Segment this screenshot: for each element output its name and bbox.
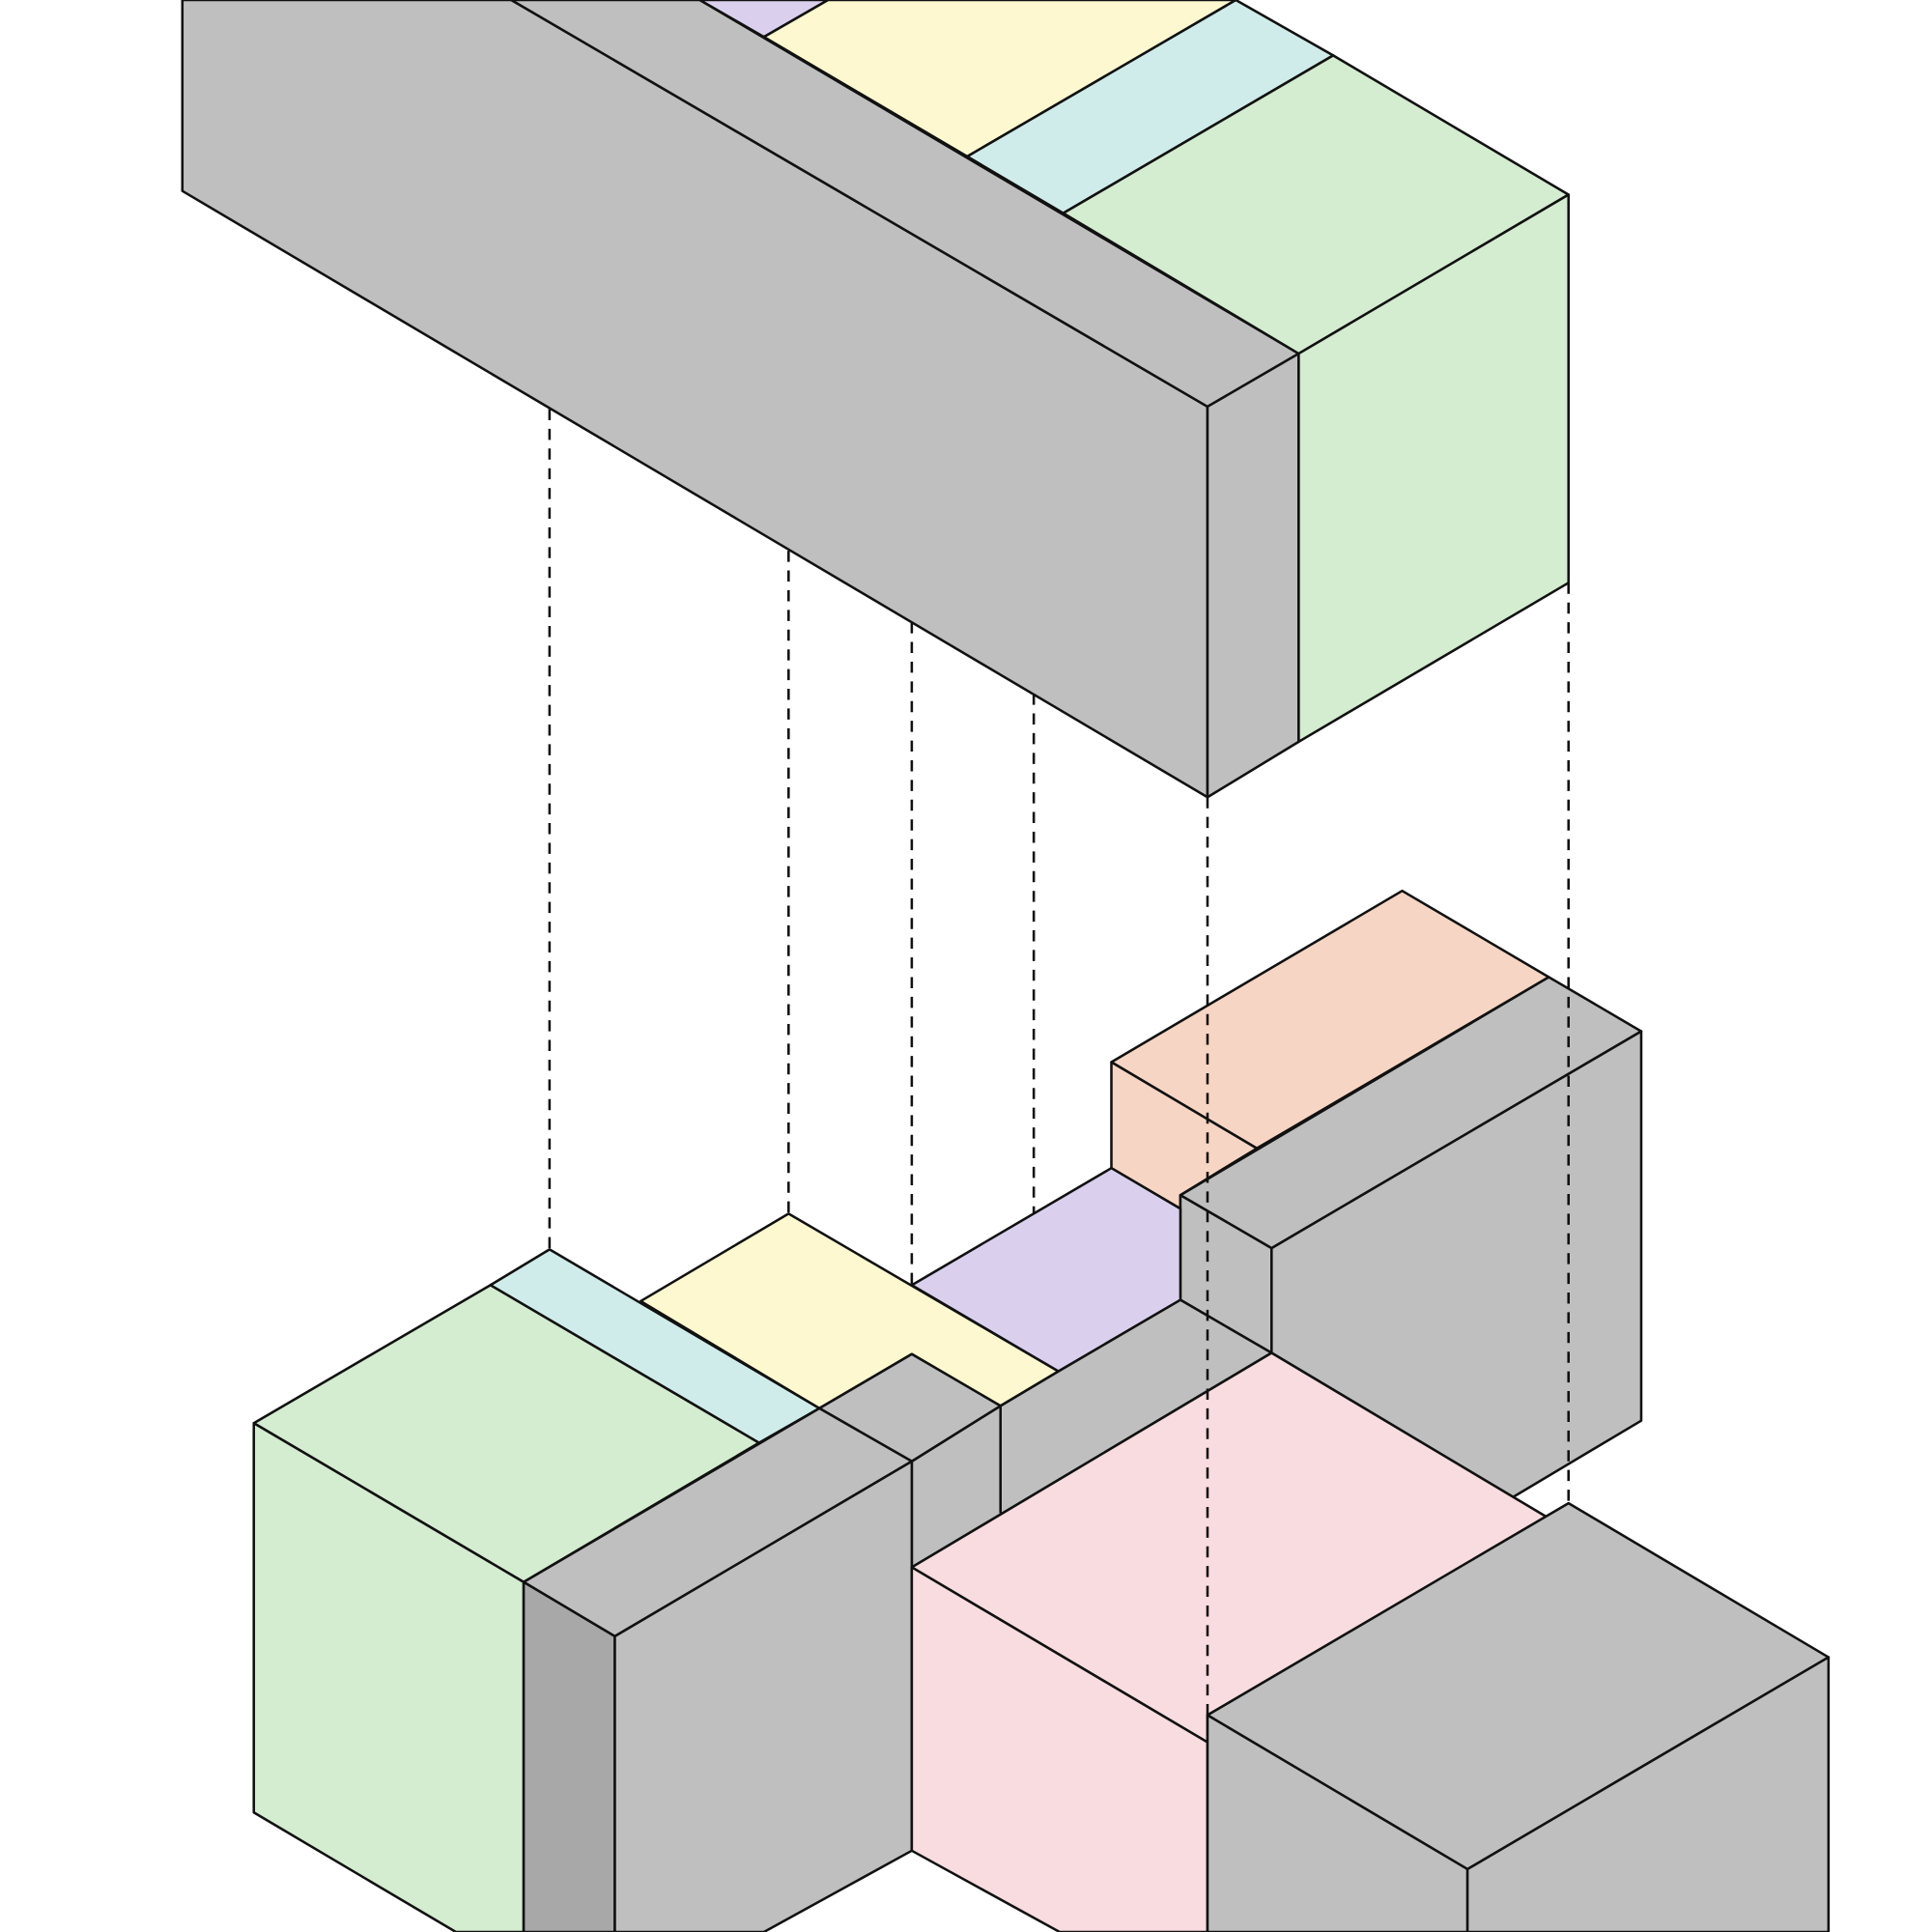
gray-big-block-left [1206,1714,1469,1932]
gray-tall-block-side [1270,1030,1643,1499]
upper-assembly [181,0,1570,799]
lower-green-front [252,1421,526,1932]
gray-big-block-right [1465,1656,1831,1932]
upper-gray-side [1206,352,1300,799]
gray-mid-dark-face [522,1580,616,1932]
lower-assembly [252,889,1831,1932]
gray-mid-side [613,1460,914,1932]
pink-block-front [910,1566,1209,1932]
projection-lines [548,409,1570,1716]
